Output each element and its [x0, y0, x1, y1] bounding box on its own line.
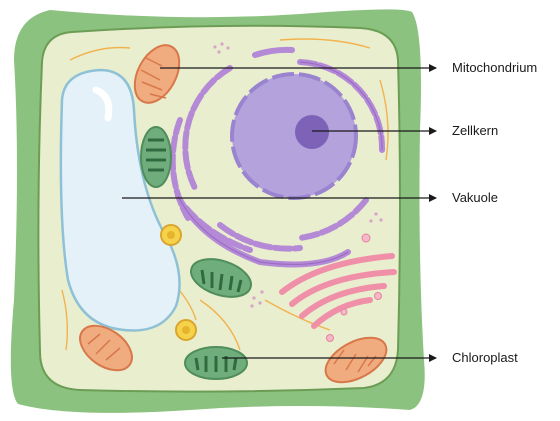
label-nucleus: Zellkern [452, 123, 498, 138]
label-mitochondrion: Mitochondrium [452, 60, 537, 75]
label-vacuole: Vakuole [452, 190, 498, 205]
label-chloroplast: Chloroplast [452, 350, 518, 365]
chloroplast-lower [185, 347, 247, 379]
nucleus [232, 74, 356, 198]
nucleolus [295, 115, 329, 149]
chloroplast-upper [141, 127, 171, 187]
